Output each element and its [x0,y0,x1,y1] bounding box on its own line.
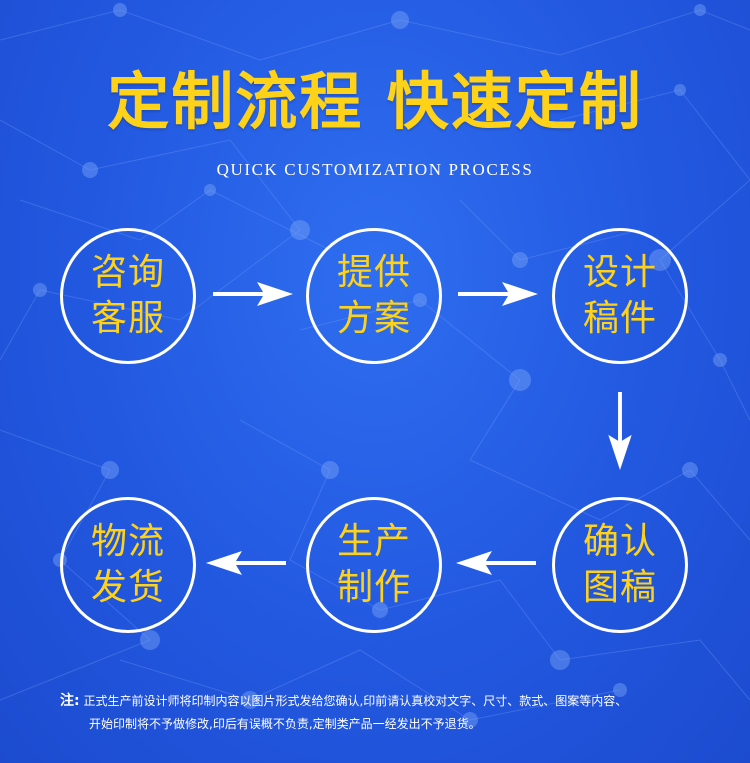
step-confirm-draft: 确认 图稿 [552,497,688,633]
step-label-line1: 物流 [90,521,165,562]
step-logistics-delivery: 物流 发货 [60,497,196,633]
arrow-left-icon [206,551,286,575]
step-consult-service: 咨询 客服 [60,228,196,364]
page-subtitle: QUICK CUSTOMIZATION PROCESS [216,160,534,179]
page-title: 定制流程 快速定制 [107,65,643,138]
arrow-right-icon [458,282,538,306]
step-label-line1: 咨询 [90,252,165,293]
step-design-draft: 设计 稿件 [552,228,688,364]
step-label-line1: 确认 [582,521,657,562]
step-label-line1: 设计 [582,252,657,293]
note-prefix: 注: [60,693,80,709]
arrow-right-icon [213,282,293,306]
step-label-line2: 客服 [90,298,165,339]
step-production: 生产 制作 [306,497,442,633]
note-line1: 正式生产前设计师将印制内容以图片形式发给您确认,印前请认真校对文字、尺寸、款式、… [83,694,628,708]
step-label-line2: 稿件 [582,298,657,339]
footer-note: 注: 正式生产前设计师将印制内容以图片形式发给您确认,印前请认真校对文字、尺寸、… [60,690,720,736]
step-label-line2: 图稿 [582,567,657,608]
note-line2: 开始印制将不予做修改,印后有误概不负责,定制类产品一经发出不予退货。 [89,717,481,731]
step-provide-plan: 提供 方案 [306,228,442,364]
arrow-left-icon [456,551,536,575]
step-label-line1: 提供 [336,252,411,293]
step-label-line1: 生产 [336,521,411,562]
step-label-line2: 发货 [90,567,165,608]
step-label-line2: 制作 [336,567,411,608]
arrow-down-icon [608,392,632,470]
step-label-line2: 方案 [336,298,411,339]
